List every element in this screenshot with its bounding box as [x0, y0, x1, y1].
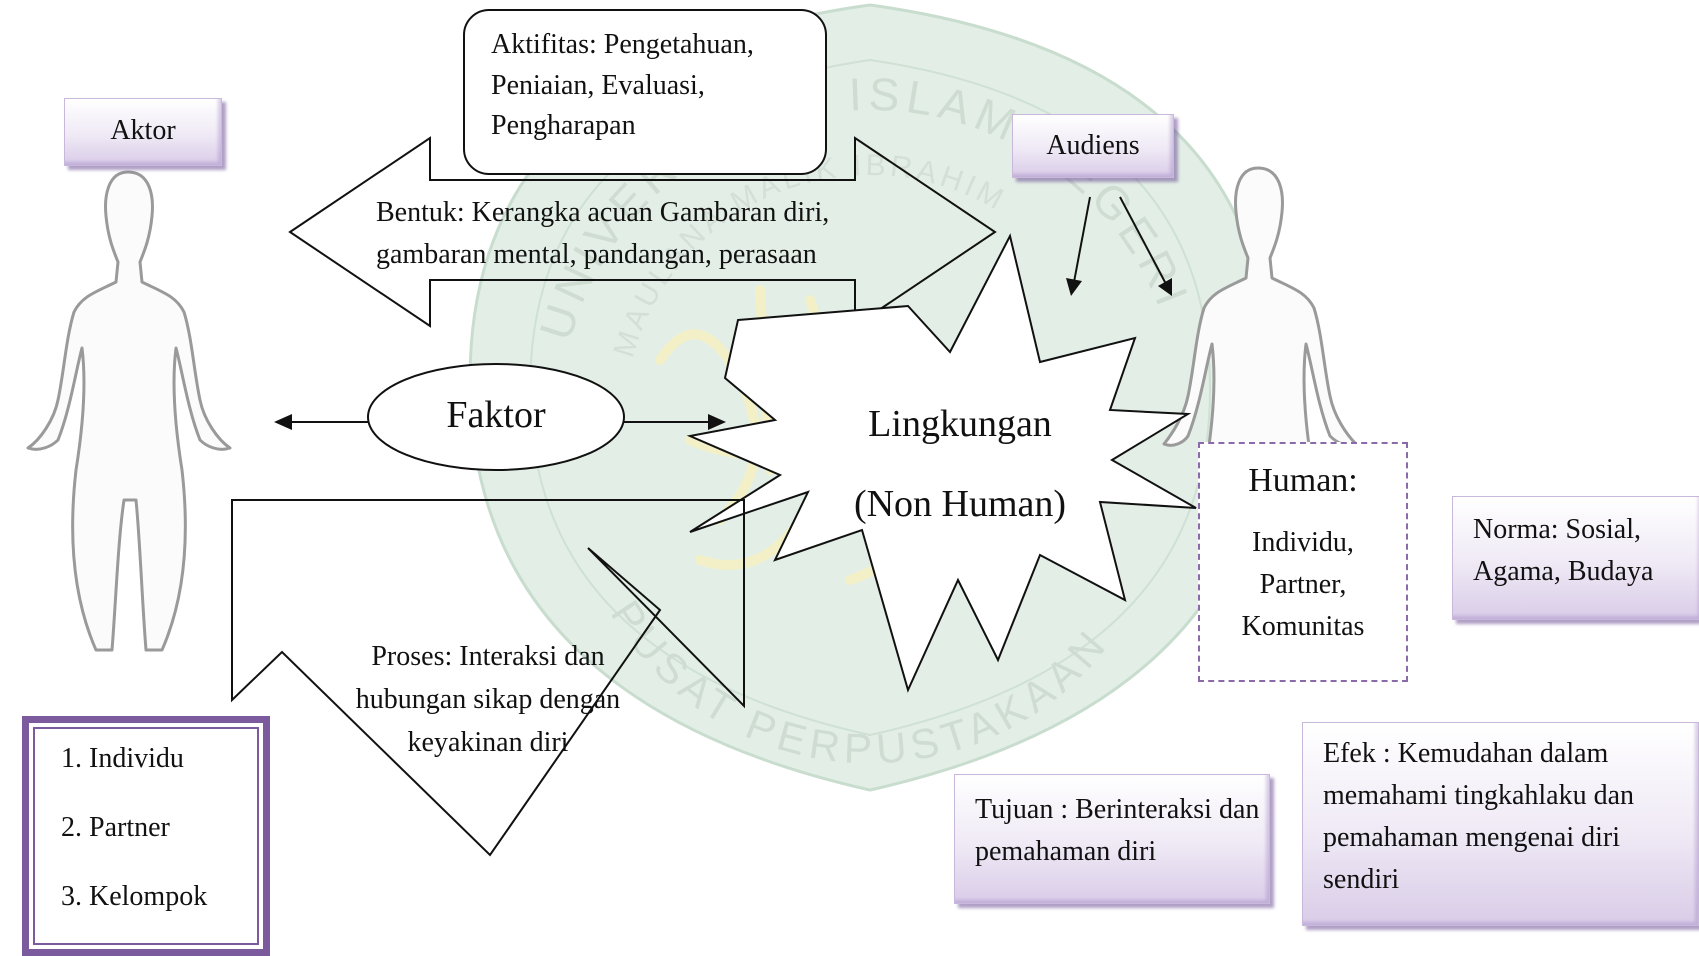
aktor-label: Aktor [110, 115, 176, 146]
faktor-to-lingkungan-arrowhead [708, 414, 726, 430]
audiens-label-box: Audiens [1012, 114, 1174, 178]
norma-text: Norma: Sosial, Agama, Budaya [1473, 514, 1654, 587]
human-title: Human: [1248, 462, 1358, 499]
aktifitas-box: Aktifitas: Pengetahuan, Peniaian, Evalua… [463, 9, 827, 175]
faktor-label: Faktor [446, 394, 546, 436]
aktor-list-item-2: 2. Partner [61, 812, 170, 843]
lingkungan-line-2: (Non Human) [853, 483, 1067, 525]
top-double-arrow-shape [288, 136, 997, 328]
aktor-label-box: Aktor [64, 98, 222, 166]
aktifitas-text: Aktifitas: Pengetahuan, Peniaian, Evalua… [491, 29, 754, 142]
faktor-to-aktor-arrowhead [274, 414, 292, 430]
audiens-arrow-left [1073, 196, 1091, 283]
efek-box: Efek : Kemudahan dalam memahami tingkahl… [1302, 722, 1699, 926]
human-box: Human: Individu, Partner, Komunitas [1198, 442, 1408, 682]
bentuk-line-2: gambaran mental, pandangan, perasaan [376, 239, 817, 270]
proses-text: Proses: Interaksi dan hubungan sikap den… [355, 641, 621, 758]
environment-starburst-shape [686, 233, 1197, 693]
efek-text: Efek : Kemudahan dalam memahami tingkahl… [1323, 738, 1635, 895]
aktor-list-item-3: 3. Kelompok [61, 881, 208, 912]
audiens-arrow-left-head [1066, 278, 1082, 296]
aktor-list-box: 1. Individu 2. Partner 3. Kelompok [22, 716, 270, 956]
bentuk-text: Bentuk: Kerangka acuan Gambaran diri, ga… [376, 192, 936, 280]
audiens-arrow-right-head [1158, 278, 1172, 296]
human-items: Individu, Partner, Komunitas [1241, 527, 1365, 642]
faktor-ellipse-shape [367, 363, 625, 471]
tujuan-text: Tujuan : Berinteraksi dan pemahaman diri [975, 794, 1260, 867]
bentuk-line-1: Bentuk: Kerangka acuan Gambaran diri, [376, 197, 830, 228]
audiens-arrow-right [1119, 196, 1167, 285]
norma-box: Norma: Sosial, Agama, Budaya [1452, 496, 1699, 620]
tujuan-box: Tujuan : Berinteraksi dan pemahaman diri [954, 774, 1270, 904]
bottom-bent-arrow-shape [231, 499, 745, 857]
audiens-label: Audiens [1046, 130, 1140, 161]
aktor-list-item-1: 1. Individu [61, 743, 184, 774]
left-human-figure-icon [26, 170, 232, 652]
lingkungan-line-1: Lingkungan [868, 403, 1052, 445]
lingkungan-label: Lingkungan (Non Human) [820, 384, 1100, 544]
